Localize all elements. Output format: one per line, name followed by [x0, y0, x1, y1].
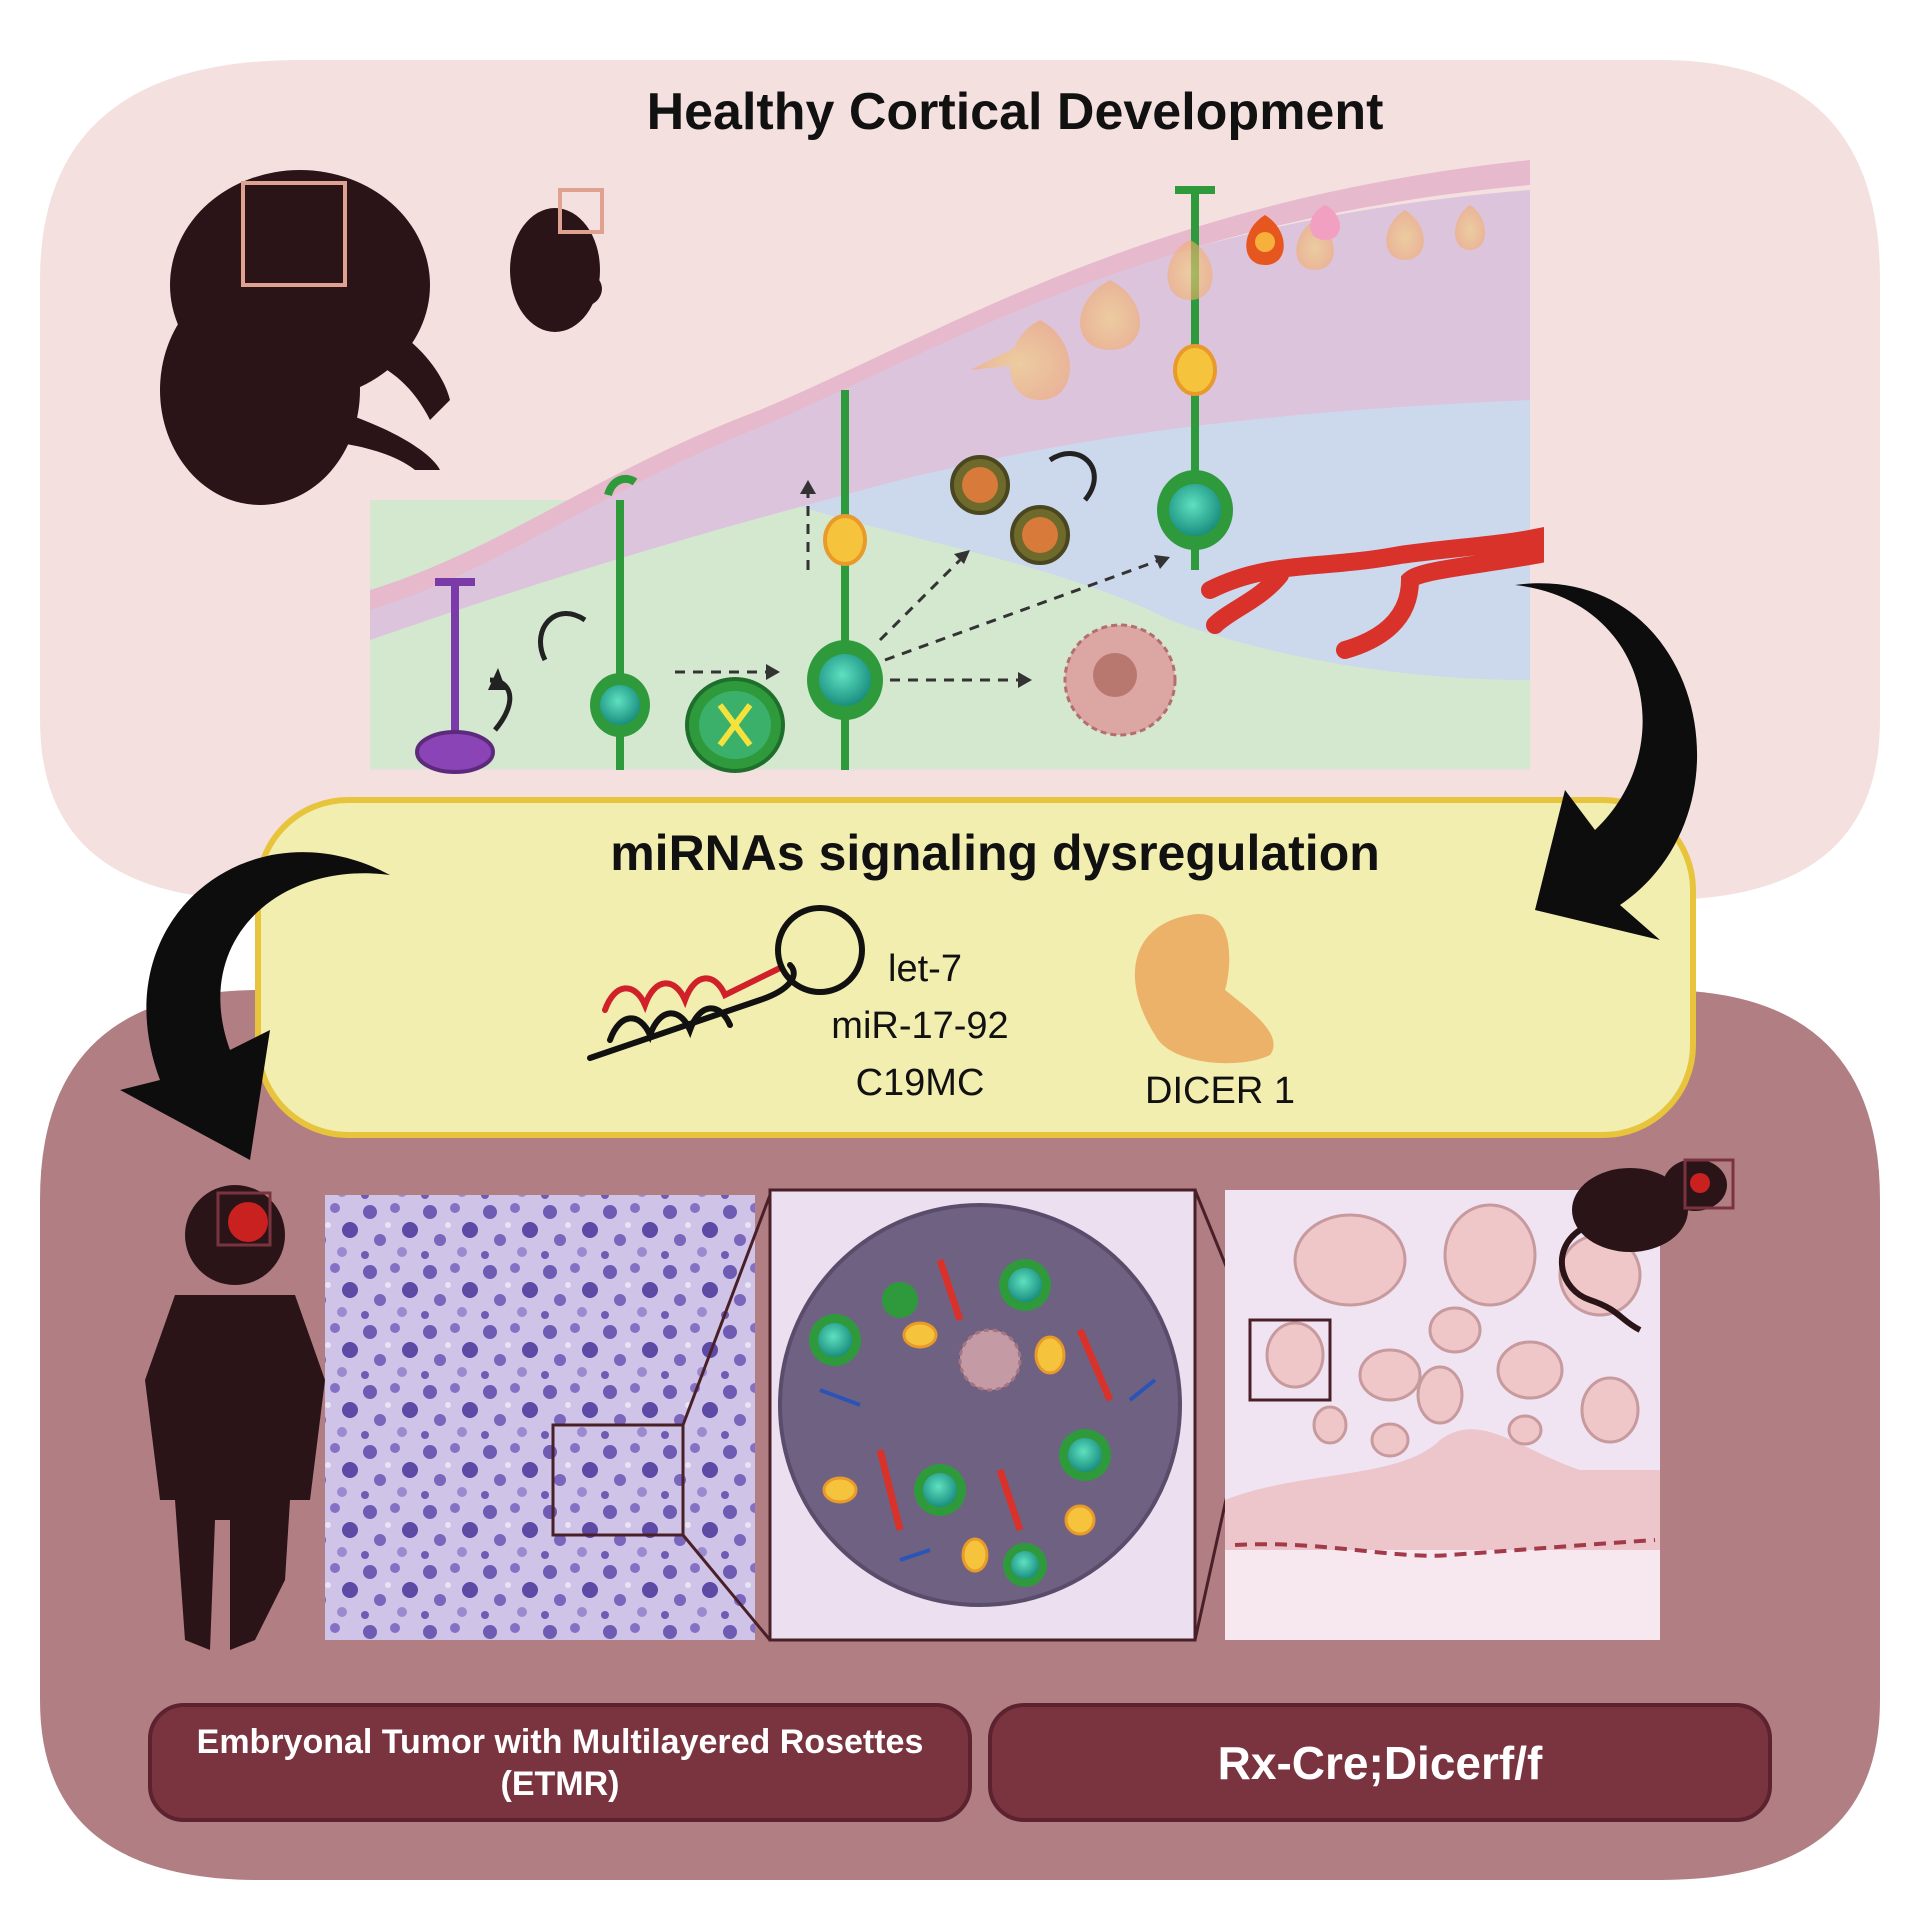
mirna-hairpin-icon [587, 905, 865, 1061]
fetus-silhouette-large [160, 170, 450, 505]
mouse-model-label: Rx-Cre;Dicerf/f [1217, 1736, 1543, 1789]
mirna-c19mc-label: C19MC [855, 1062, 985, 1104]
etmr-label-box [148, 1703, 972, 1822]
curved-arrow-left-icon [120, 852, 390, 1160]
title-healthy-cortical-development: Healthy Cortical Development [646, 83, 1384, 141]
mouse-model-label-box [988, 1703, 1772, 1822]
mirna-mir17-92-label: miR-17-92 [831, 1005, 1009, 1047]
dicer1-icon [1134, 914, 1274, 1064]
histology-image [325, 1195, 755, 1640]
title-mirna-dysregulation: miRNAs signaling dysregulation [610, 825, 1380, 881]
etmr-label-line2: (ETMR) [500, 1764, 620, 1803]
cortex-scene [370, 160, 1544, 774]
fetus-silhouette-small [510, 208, 602, 332]
mirna-let7-label: let-7 [888, 948, 962, 990]
etmr-label-line1: Embryonal Tumor with Multilayered Rosett… [196, 1722, 924, 1761]
dicer1-label: DICER 1 [1145, 1070, 1295, 1112]
mouse-silhouette [1559, 1159, 1727, 1333]
etmr-label: Embryonal Tumor with Multilayered Rosett… [150, 1705, 970, 1820]
curved-arrow-right-icon [1515, 583, 1698, 940]
